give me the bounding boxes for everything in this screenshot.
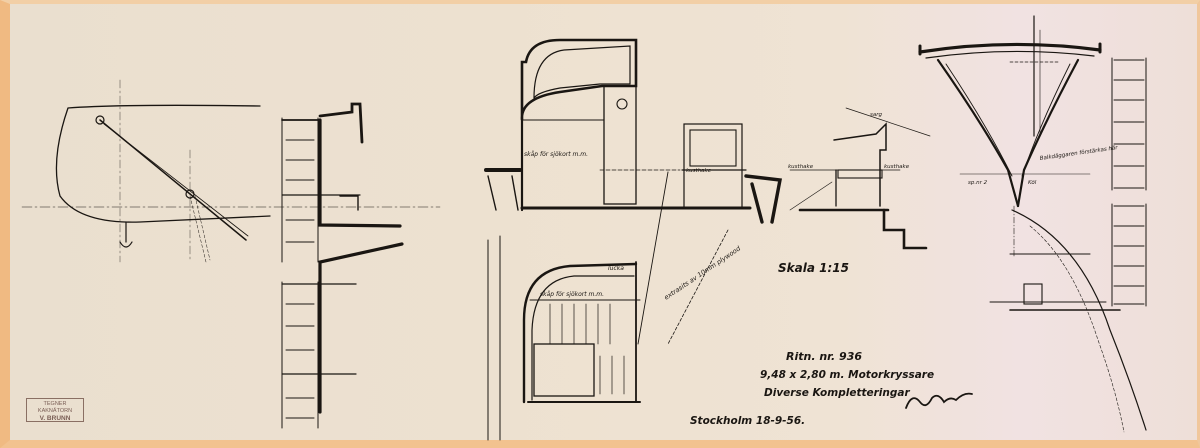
stamp-line-1: TEGNER KAKNÄTORN xyxy=(37,401,73,414)
cabinet-plan xyxy=(487,235,641,441)
label-deck-beam: Balkdäggaren förstärkas här xyxy=(1039,145,1118,162)
hull-profile xyxy=(21,79,441,263)
transverse-section xyxy=(918,15,1147,433)
label-keel: Köl xyxy=(1028,180,1037,186)
label-cabinet-2: skåp för sjökort m.m. xyxy=(540,291,604,298)
ladder-column xyxy=(281,102,404,429)
drawing-number: Ritn. nr. 936 xyxy=(786,350,862,363)
label-hatch: lucka xyxy=(608,265,624,272)
right-ladders xyxy=(1111,57,1147,307)
place-date: Stockholm 18-9-56. xyxy=(690,415,805,427)
drawing-subject: Diverse Kompletteringar xyxy=(764,387,910,399)
vessel-description: 9,48 x 2,80 m. Motorkryssare xyxy=(760,369,934,381)
label-hook-2: kusthake xyxy=(788,164,814,170)
label-sarg: sarg xyxy=(870,112,882,118)
maker-stamp: TEGNER KAKNÄTORN V. BRUNN xyxy=(26,398,84,422)
seat-detail xyxy=(789,107,931,250)
label-plywood: extrasits av 10mm plywood xyxy=(663,244,743,302)
label-hook-1: kusthake xyxy=(686,168,712,174)
label-frame-no: sp.nr 2 xyxy=(968,180,988,186)
scale-label: Skala 1:15 xyxy=(778,261,849,275)
signature-mark xyxy=(905,392,973,409)
stamp-line-2: V. BRUNN xyxy=(39,415,71,422)
label-cabinet-1: skåp för sjökort m.m. xyxy=(524,151,588,158)
label-hook-3: kusthake xyxy=(884,164,910,170)
cabin-section xyxy=(484,38,783,345)
